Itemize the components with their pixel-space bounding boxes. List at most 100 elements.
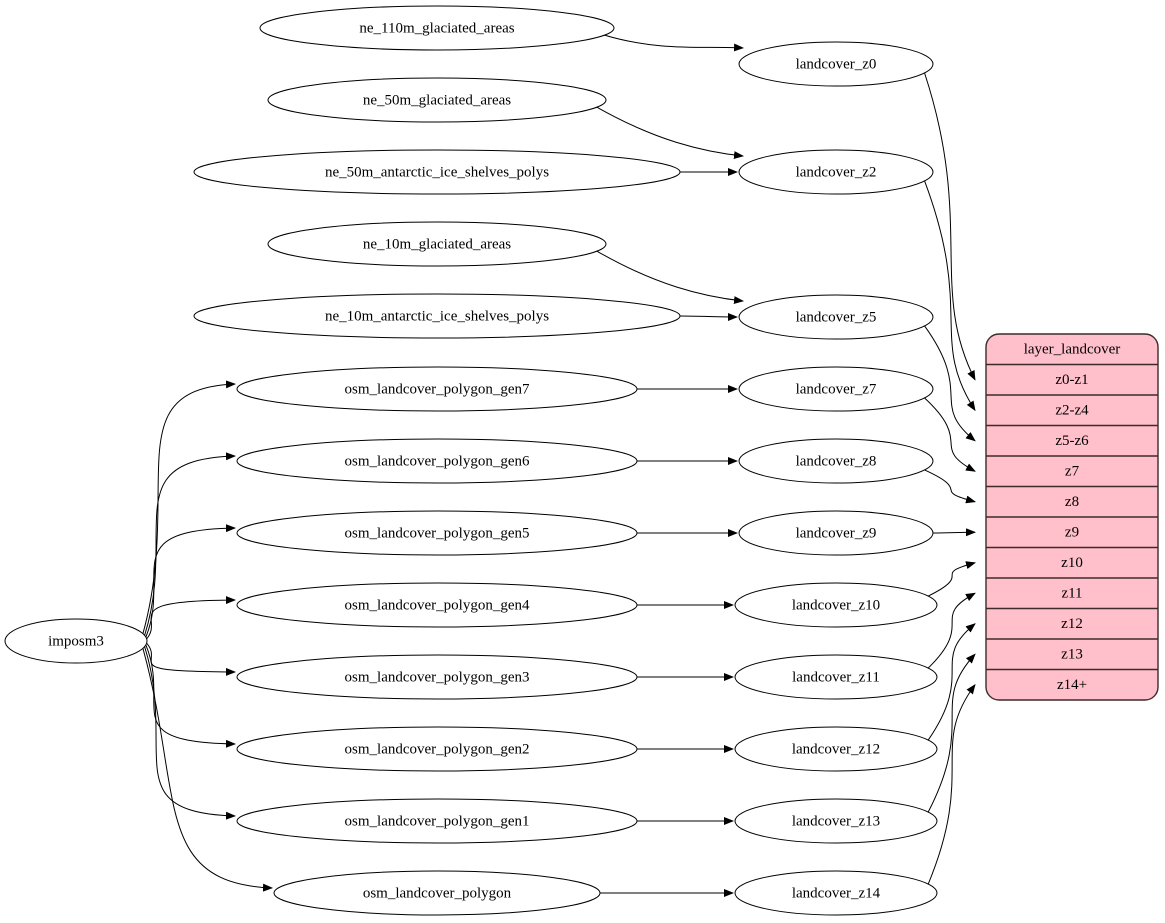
node-label: landcover_z14: [792, 885, 881, 901]
node-label: landcover_z7: [796, 381, 877, 397]
node-shape: [734, 654, 938, 700]
edge-ne_50m_glaciated_areas-to-landcover_z2: [596, 106, 744, 160]
node-osm_landcover_polygon_gen1[interactable]: osm_landcover_polygon_gen1: [236, 798, 638, 844]
node-label: landcover_z0: [796, 56, 877, 72]
node-shape: [738, 510, 934, 556]
row-label: z12: [1061, 616, 1083, 632]
node-landcover_z7[interactable]: landcover_z7: [738, 366, 934, 412]
node-osm_landcover_polygon[interactable]: osm_landcover_polygon: [273, 870, 601, 916]
node-ne_10m_antarctic_ice_shelves_polys[interactable]: ne_10m_antarctic_ice_shelves_polys: [193, 293, 681, 339]
edge-landcover_z13-to-z13: [927, 653, 976, 813]
edge-ne_10m_antarctic_ice_shelves_polys-to-landcover_z5: [679, 312, 738, 321]
node-shape: [267, 77, 607, 123]
node-ne_50m_glaciated_areas[interactable]: ne_50m_glaciated_areas: [267, 77, 607, 123]
node-osm_landcover_polygon_gen5[interactable]: osm_landcover_polygon_gen5: [236, 510, 638, 556]
node-label: landcover_z9: [796, 525, 877, 541]
node-shape: [734, 870, 938, 916]
node-landcover_z10[interactable]: landcover_z10: [734, 582, 938, 628]
node-shape: [236, 798, 638, 844]
node-ne_110m_glaciated_areas[interactable]: ne_110m_glaciated_areas: [259, 5, 615, 51]
node-shape: [738, 366, 934, 412]
edge-landcover_z8-to-z8: [924, 469, 976, 504]
table-row[interactable]: z0-z1: [986, 363, 1158, 389]
node-landcover_z13[interactable]: landcover_z13: [734, 798, 938, 844]
node-shape: [738, 41, 934, 87]
node-shape: [236, 654, 638, 700]
node-label: landcover_z13: [792, 813, 880, 829]
row-label: z5-z6: [1055, 433, 1089, 449]
node-shape: [734, 582, 938, 628]
row-label: z0-z1: [1055, 372, 1088, 388]
table-row[interactable]: z13: [986, 638, 1158, 663]
node-shape: [193, 293, 681, 339]
node-landcover_z14[interactable]: landcover_z14: [734, 870, 938, 916]
node-imposm3[interactable]: imposm3: [4, 618, 148, 664]
node-layer: ne_110m_glaciated_areas ne_50m_glaciated_…: [4, 5, 938, 916]
edge-ne_110m_glaciated_areas-to-landcover_z0: [604, 34, 744, 52]
node-landcover_z9[interactable]: landcover_z9: [738, 510, 934, 556]
table-row[interactable]: z2-z4: [986, 394, 1158, 419]
node-shape: [4, 618, 148, 664]
edge-landcover_z14-to-z14+: [927, 683, 976, 885]
row-label: z7: [1065, 464, 1080, 480]
edge-landcover_z7-to-z7: [924, 397, 976, 472]
node-label: landcover_z5: [796, 309, 877, 325]
edge-landcover_z9-to-z9: [932, 528, 976, 537]
node-osm_landcover_polygon_gen7[interactable]: osm_landcover_polygon_gen7: [236, 366, 638, 412]
edge-ne_10m_glaciated_areas-to-landcover_z5: [596, 250, 744, 305]
node-shape: [734, 798, 938, 844]
table-row[interactable]: z9: [986, 516, 1158, 541]
table-row[interactable]: z14+: [986, 668, 1158, 694]
table-layer-landcover[interactable]: layer_landcover z0-z1 z2-z4 z5-z6 z7 z8 z9 z10 z…: [986, 334, 1158, 700]
table-outline: [985, 333, 1159, 701]
table-row[interactable]: z11: [986, 577, 1158, 602]
table-row[interactable]: z7: [986, 455, 1158, 480]
row-label: z8: [1065, 494, 1079, 510]
node-label: landcover_z2: [796, 164, 877, 180]
node-landcover_z11[interactable]: landcover_z11: [734, 654, 938, 700]
node-landcover_z0[interactable]: landcover_z0: [738, 41, 934, 87]
node-shape: [193, 149, 681, 195]
edge-layer: [142, 34, 976, 897]
row-label: z9: [1065, 525, 1079, 541]
table-row[interactable]: z5-z6: [986, 424, 1158, 450]
node-osm_landcover_polygon_gen3[interactable]: osm_landcover_polygon_gen3: [236, 654, 638, 700]
edge-imposm3-to-osm_landcover_polygon_gen2: [145, 644, 236, 748]
edge-landcover_z2-to-z2-z4: [924, 180, 976, 412]
node-label: landcover_z12: [792, 741, 880, 757]
node-label: osm_landcover_polygon_gen7: [345, 381, 530, 397]
node-landcover_z2[interactable]: landcover_z2: [738, 149, 934, 195]
row-label: z2-z4: [1055, 403, 1089, 419]
node-label: osm_landcover_polygon_gen2: [345, 741, 530, 757]
node-landcover_z8[interactable]: landcover_z8: [738, 438, 934, 484]
node-ne_10m_glaciated_areas[interactable]: ne_10m_glaciated_areas: [267, 221, 607, 267]
edge-landcover_z5-to-z5-z6: [924, 325, 976, 442]
edge-landcover_z12-to-z12: [927, 623, 976, 741]
edge-landcover_z11-to-z11: [927, 592, 976, 669]
node-shape: [267, 221, 607, 267]
table-row[interactable]: z12: [986, 607, 1158, 633]
table-layer: layer_landcover z0-z1 z2-z4 z5-z6 z7 z8 z9 z10 z…: [985, 333, 1159, 701]
node-shape: [236, 582, 638, 628]
row-label: z13: [1061, 647, 1083, 663]
table-row[interactable]: z10: [986, 546, 1158, 572]
node-shape: [259, 5, 615, 51]
node-landcover_z12[interactable]: landcover_z12: [734, 726, 938, 772]
table-row[interactable]: z8: [986, 485, 1158, 511]
edge-imposm3-to-osm_landcover_polygon: [142, 648, 273, 892]
node-label: ne_10m_antarctic_ice_shelves_polys: [325, 308, 549, 324]
row-label: z10: [1061, 555, 1083, 571]
node-label: osm_landcover_polygon_gen4: [345, 597, 530, 613]
node-osm_landcover_polygon_gen6[interactable]: osm_landcover_polygon_gen6: [236, 438, 638, 484]
node-landcover_z5[interactable]: landcover_z5: [738, 294, 934, 340]
node-label: osm_landcover_polygon_gen5: [345, 525, 530, 541]
node-shape: [734, 726, 938, 772]
node-shape: [236, 510, 638, 556]
node-ne_50m_antarctic_ice_shelves_polys[interactable]: ne_50m_antarctic_ice_shelves_polys: [193, 149, 681, 195]
node-osm_landcover_polygon_gen2[interactable]: osm_landcover_polygon_gen2: [236, 726, 638, 772]
node-label: landcover_z8: [796, 453, 877, 469]
node-osm_landcover_polygon_gen4[interactable]: osm_landcover_polygon_gen4: [236, 582, 638, 628]
node-shape: [236, 438, 638, 484]
table-header: layer_landcover: [1024, 342, 1121, 358]
